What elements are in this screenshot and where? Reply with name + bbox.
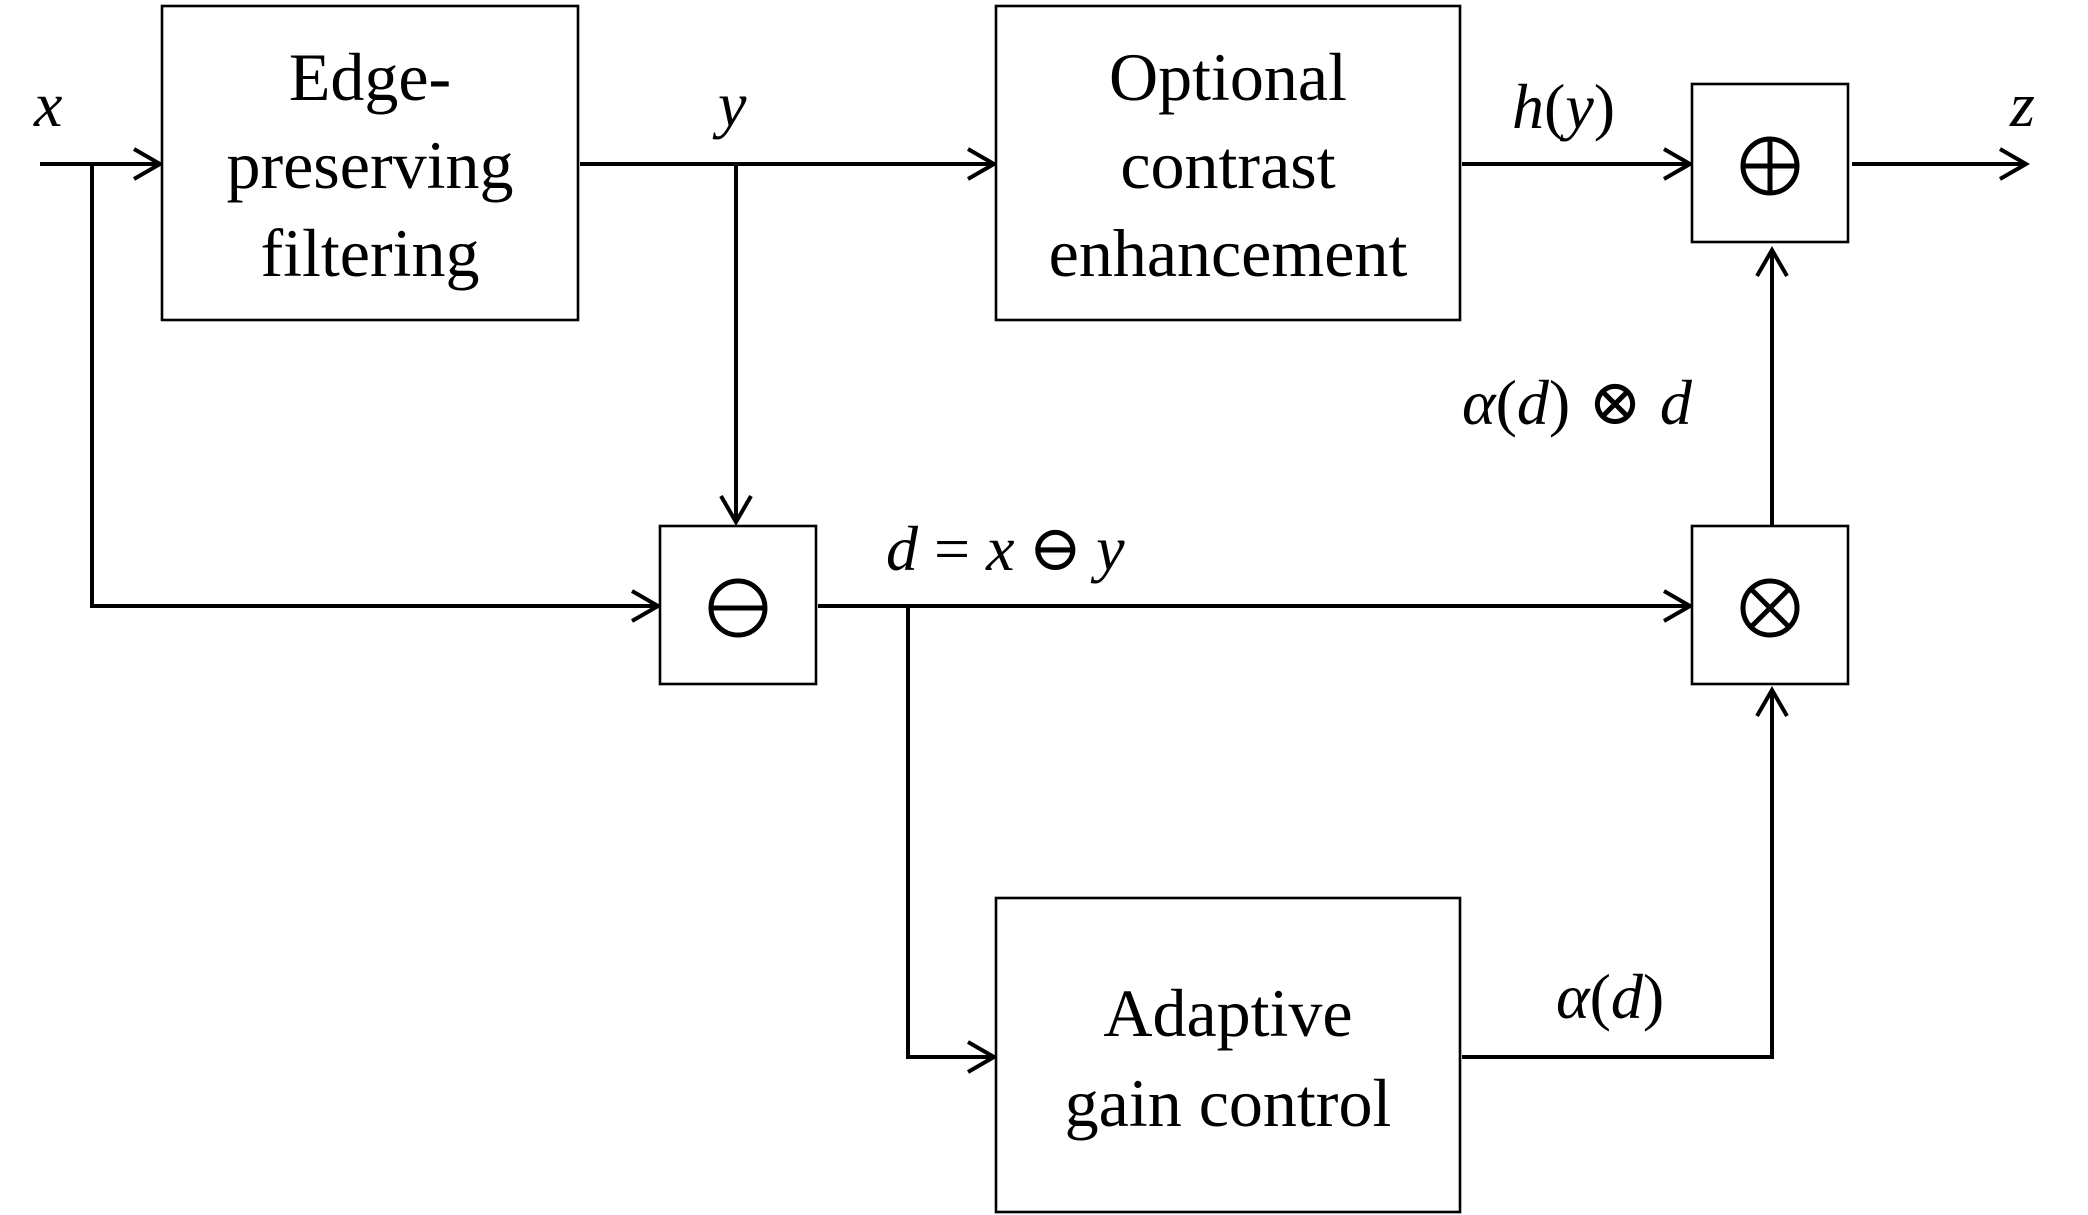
- arrowhead-output: [1999, 147, 2031, 181]
- gain-block-frame: [994, 896, 1462, 1214]
- diff-lhs: d: [886, 513, 919, 584]
- h-arg: y: [1559, 71, 1594, 142]
- multiply-symbol-stroke-b: [1749, 587, 1791, 629]
- arrowhead-into-filter: [133, 147, 165, 181]
- h-paren-open: (: [1544, 71, 1565, 142]
- signal-label-x: x: [33, 69, 62, 140]
- prod-op: ⊗: [1588, 367, 1642, 438]
- multiply-symbol: ⊗: [1741, 567, 1800, 649]
- filter-block: Edge- preserving filtering: [160, 4, 580, 322]
- arrowhead-into-add: [1663, 147, 1695, 181]
- arrowhead-d-into-multiply: [1663, 589, 1695, 623]
- diff-equals: =: [918, 513, 986, 584]
- gain-block: Adaptive gain control: [994, 896, 1462, 1214]
- prod-paren-open: (: [1496, 367, 1517, 438]
- wire-input-to-subtract: [90, 164, 656, 608]
- arrowhead-x-into-subtract: [631, 589, 663, 623]
- signal-label-product: α(d)⊗d: [1462, 367, 1693, 438]
- signal-label-y: y: [712, 69, 747, 140]
- wire-gain-to-multiply: [1462, 692, 1774, 1059]
- signal-label-z: z: [2009, 69, 2035, 140]
- multiply-node: ⊗: [1690, 524, 1850, 686]
- arrowhead-into-gain: [967, 1040, 999, 1074]
- prod-d: d: [1660, 367, 1693, 438]
- arrowheads: [133, 147, 2031, 1074]
- signal-label-gain: α(d): [1556, 961, 1664, 1032]
- gain-label-line-2: gain control: [1065, 1065, 1392, 1141]
- wire-d-to-gain: [906, 606, 992, 1059]
- subtract-node: ⊖: [658, 524, 818, 686]
- gain-alpha: α: [1556, 961, 1591, 1032]
- filter-label-line-3: filtering: [260, 215, 479, 291]
- contrast-label-line-1: Optional: [1109, 39, 1347, 115]
- diff-x: x: [985, 513, 1014, 584]
- arrowhead-alpha-into-multiply: [1755, 685, 1789, 717]
- arrowhead-into-contrast: [967, 147, 999, 181]
- h-paren-close: ): [1594, 71, 1615, 142]
- multiply-symbol-circle: [1740, 578, 1800, 638]
- filter-label-line-1: Edge-: [289, 39, 451, 115]
- contrast-label-line-3: enhancement: [1049, 215, 1408, 291]
- signal-wires: [40, 162, 2024, 1059]
- signal-label-difference: d = x⊖y: [886, 513, 1125, 584]
- subtract-node-frame: [658, 524, 818, 686]
- diff-op: ⊖: [1029, 513, 1083, 584]
- gain-label-line-1: Adaptive: [1103, 975, 1352, 1051]
- contrast-block: Optional contrast enhancement: [994, 4, 1462, 322]
- filter-block-frame: [160, 4, 580, 322]
- filter-label-line-2: preserving: [226, 127, 513, 203]
- gain-paren-open: (: [1590, 961, 1611, 1032]
- gain-paren-close: ): [1643, 961, 1664, 1032]
- prod-alpha: α: [1462, 367, 1497, 438]
- contrast-label-line-2: contrast: [1120, 127, 1335, 203]
- add-symbol: ⊕: [1741, 125, 1800, 207]
- gain-arg: d: [1611, 961, 1644, 1032]
- signal-label-h-of-y: h(y): [1512, 71, 1615, 142]
- subtract-symbol: ⊖: [709, 567, 768, 649]
- arrowhead-y-into-subtract: [719, 495, 753, 527]
- diff-y: y: [1090, 513, 1125, 584]
- h-func: h: [1512, 71, 1544, 142]
- arrowhead-into-add-bottom: [1755, 245, 1789, 277]
- add-node: ⊕: [1690, 82, 1850, 244]
- prod-arg: d: [1517, 367, 1550, 438]
- prod-paren-close: ): [1549, 367, 1570, 438]
- contrast-block-frame: [994, 4, 1462, 322]
